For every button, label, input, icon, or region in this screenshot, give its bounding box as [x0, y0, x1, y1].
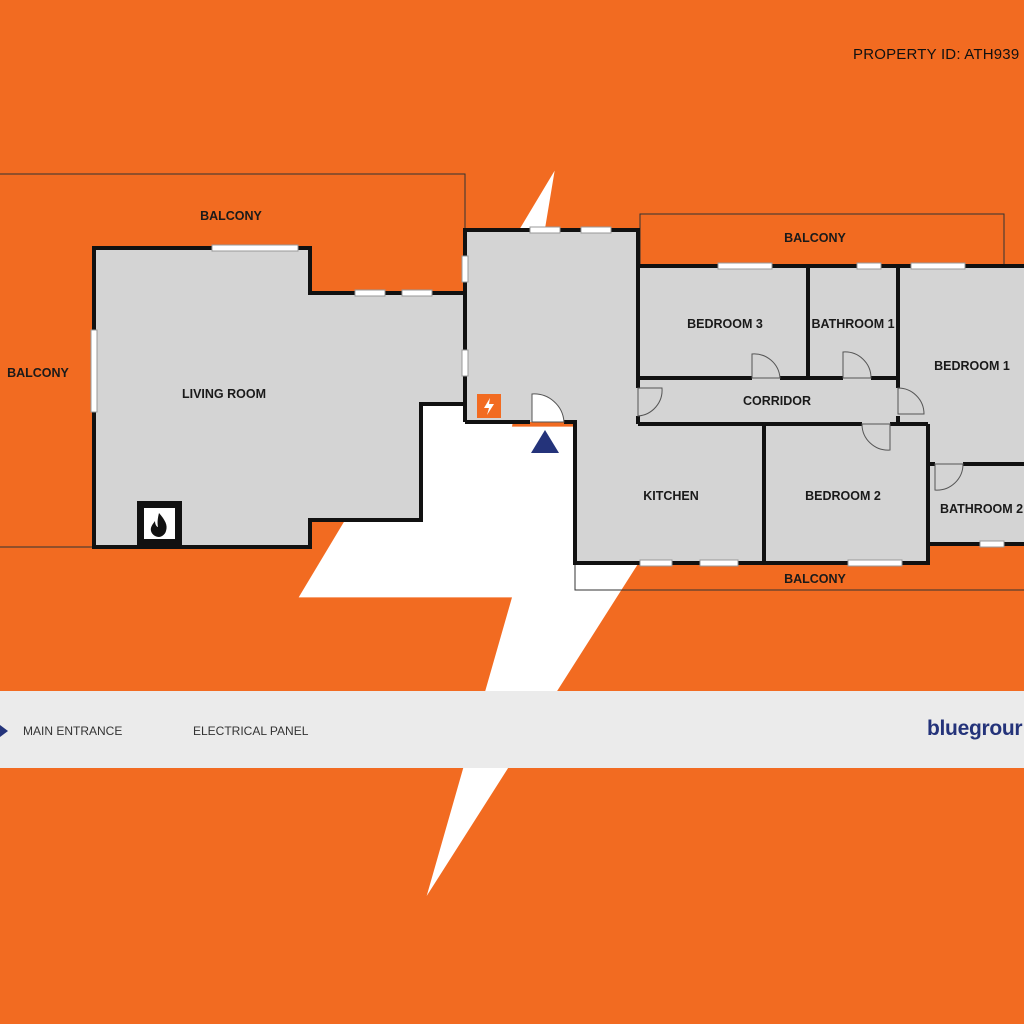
label-kitchen: KITCHEN — [643, 489, 699, 503]
window — [401, 289, 433, 297]
bedroom-2-door-swing — [861, 423, 891, 451]
label-balcony-bottom: BALCONY — [784, 572, 846, 586]
legend-electrical-panel: ELECTRICAL PANEL — [193, 724, 309, 738]
window — [717, 262, 773, 270]
window — [461, 349, 469, 377]
corridor-floor — [638, 378, 898, 424]
fireplace-icon — [137, 501, 182, 546]
label-bathroom-1: BATHROOM 1 — [811, 317, 894, 331]
window — [580, 226, 612, 234]
living-room-walls — [92, 246, 465, 549]
bathroom-1-door-swing — [842, 351, 872, 379]
label-corridor: CORRIDOR — [743, 394, 811, 408]
window — [461, 255, 469, 283]
window — [979, 540, 1005, 548]
bedroom-1-door-swing — [897, 387, 925, 415]
bedroom-2-floor — [764, 424, 928, 563]
window — [211, 244, 299, 252]
electrical-panel-icon — [477, 394, 501, 418]
hall-kitchen-floor — [465, 230, 764, 563]
balcony-outline-left — [0, 173, 466, 232]
label-bedroom-1: BEDROOM 1 — [934, 359, 1010, 373]
label-living-room: LIVING ROOM — [182, 387, 266, 401]
label-bedroom-3: BEDROOM 3 — [687, 317, 763, 331]
living-room-floor — [94, 248, 465, 547]
brand-logo: bluegrour — [927, 717, 1023, 740]
balcony-outline-bottom — [574, 563, 1024, 591]
property-id: PROPERTY ID: ATH939 — [853, 46, 1020, 63]
label-balcony-top-left: BALCONY — [200, 209, 262, 223]
bedroom-3-door-swing — [751, 353, 781, 379]
label-bathroom-2: BATHROOM 2 — [940, 502, 1023, 516]
window — [847, 559, 903, 567]
bedroom-1-floor — [898, 266, 1024, 464]
label-balcony-top-right: BALCONY — [784, 231, 846, 245]
window — [90, 329, 98, 413]
legend-main-entrance: MAIN ENTRANCE — [23, 724, 123, 738]
window — [856, 262, 882, 270]
window — [354, 289, 386, 297]
window — [699, 559, 739, 567]
corridor-west-door-swing — [637, 387, 663, 417]
bathroom-2-door-swing — [934, 463, 964, 491]
bedroom-3-floor — [638, 266, 808, 378]
label-balcony-left: BALCONY — [7, 366, 69, 380]
entrance-door-swing — [531, 393, 565, 423]
window — [529, 226, 561, 234]
window — [910, 262, 966, 270]
window — [639, 559, 673, 567]
entrance-triangle-icon — [0, 725, 8, 737]
floor-plan: BALCONY BALCONY LIVING ROOM BALCONY BEDR… — [0, 173, 1024, 591]
legend-bar: MAIN ENTRANCE ELECTRICAL PANEL — [0, 691, 1024, 768]
entrance-triangle-icon — [531, 430, 559, 453]
label-bedroom-2: BEDROOM 2 — [805, 489, 881, 503]
